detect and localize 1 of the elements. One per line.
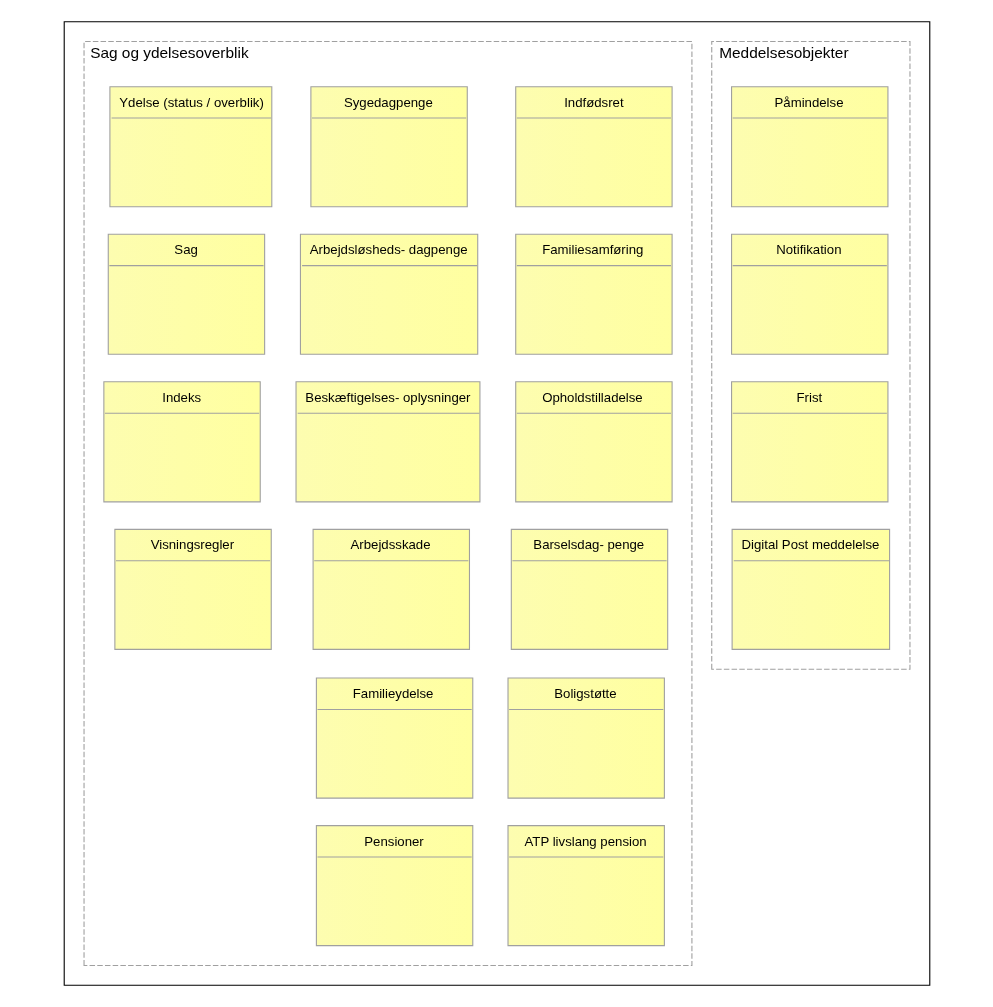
- cluster: [63, 21, 930, 986]
